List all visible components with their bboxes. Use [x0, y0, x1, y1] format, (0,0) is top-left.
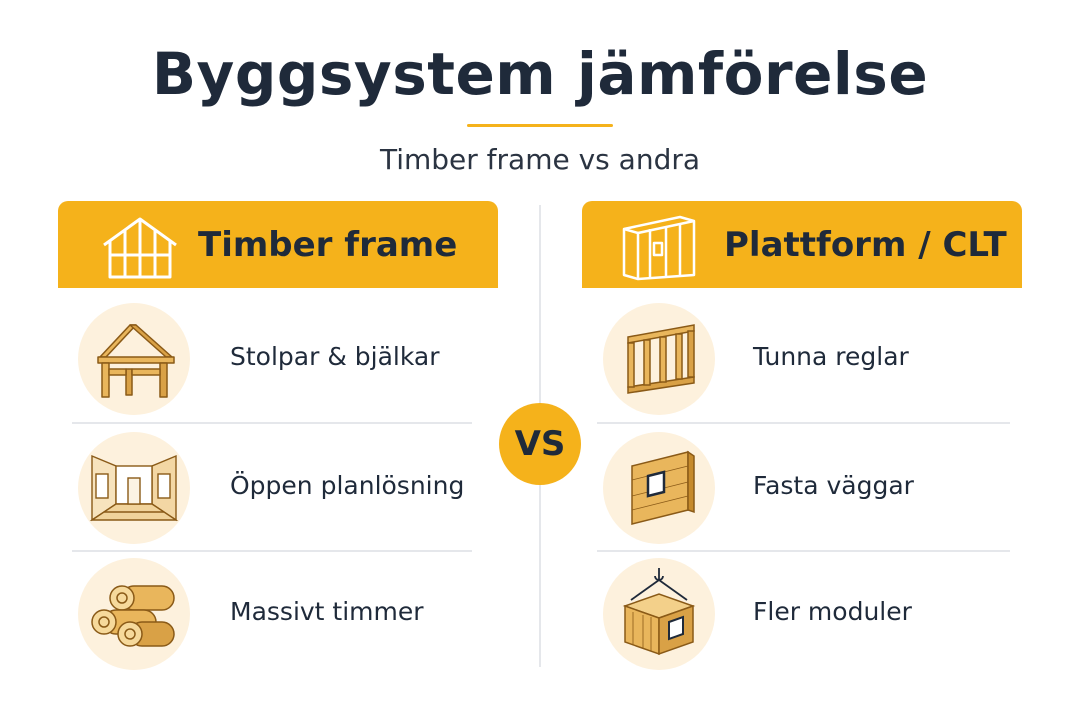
item-label: Stolpar & bjälkar [230, 342, 440, 371]
list-item: Fasta väggar [597, 426, 1010, 550]
row-separator [72, 422, 472, 424]
list-item: Stolpar & bjälkar [72, 297, 472, 421]
left-panel-title: Timber frame [198, 225, 458, 265]
row-separator [597, 550, 1010, 552]
right-panel-title: Plattform / CLT [724, 225, 1007, 265]
row-separator [72, 550, 472, 552]
post-and-beam-icon [86, 317, 182, 401]
circle-badge [78, 558, 190, 670]
right-panel-header: Plattform / CLT [582, 201, 1022, 288]
item-label: Tunna reglar [753, 342, 909, 371]
list-item: Massivt timmer [72, 552, 472, 676]
page-title: Byggsystem jämförelse [151, 40, 929, 108]
item-label: Massivt timmer [230, 597, 424, 626]
circle-badge [603, 303, 715, 415]
open-room-icon [86, 446, 182, 530]
log-pile-icon [84, 572, 184, 656]
stud-wall-icon [614, 317, 704, 401]
wall-panel-icon [620, 215, 698, 285]
list-item: Öppen planlösning [72, 426, 472, 550]
circle-badge [78, 432, 190, 544]
item-label: Fler moduler [753, 597, 912, 626]
house-frame-icon [100, 215, 180, 283]
circle-badge [78, 303, 190, 415]
vs-badge: VS [499, 403, 581, 485]
title-underline [467, 124, 613, 127]
circle-badge [603, 432, 715, 544]
left-panel-header: Timber frame [58, 201, 498, 288]
item-label: Fasta väggar [753, 471, 914, 500]
list-item: Fler moduler [597, 552, 1010, 676]
circle-badge [603, 558, 715, 670]
item-label: Öppen planlösning [230, 471, 465, 500]
row-separator [597, 422, 1010, 424]
solid-wall-icon [614, 446, 704, 530]
page-subtitle: Timber frame vs andra [379, 143, 701, 176]
list-item: Tunna reglar [597, 297, 1010, 421]
crane-module-icon [611, 566, 707, 662]
